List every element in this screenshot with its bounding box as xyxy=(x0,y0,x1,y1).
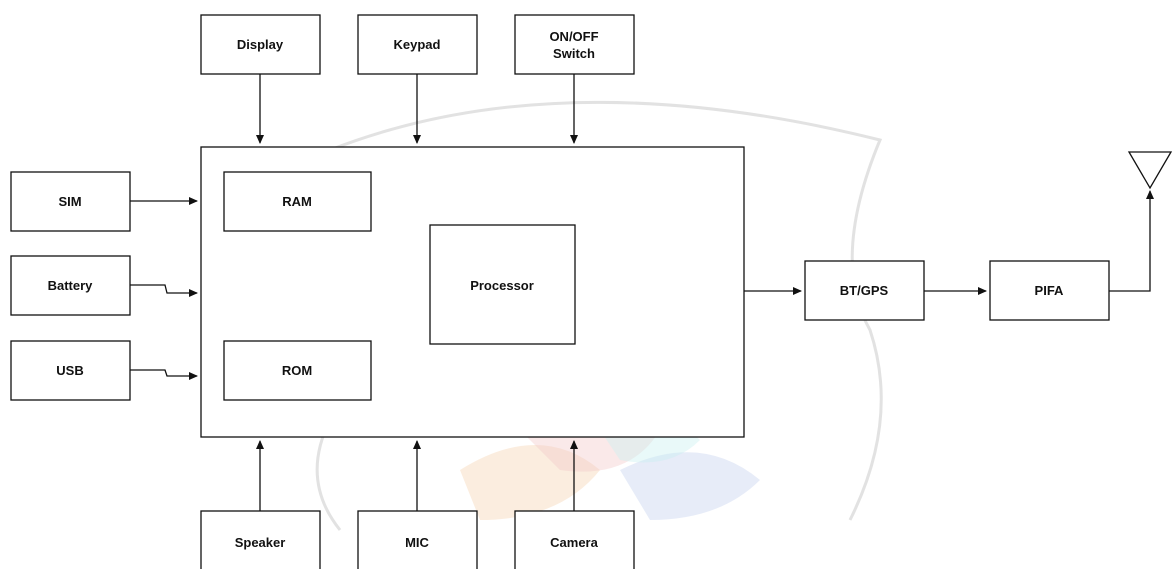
display-box xyxy=(200,14,321,75)
mic-label: MIC xyxy=(405,535,429,550)
usb-arrow xyxy=(130,369,198,380)
battery-arrow xyxy=(130,284,198,297)
usb-label: USB xyxy=(56,363,83,378)
onoff-switch-label-line2: Switch xyxy=(553,46,595,61)
antenna-icon xyxy=(1127,151,1173,190)
processor-box xyxy=(429,224,576,345)
rom-label: ROM xyxy=(282,363,312,378)
keypad-box xyxy=(357,14,478,75)
ram-label: RAM xyxy=(282,194,312,209)
keypad-label: Keypad xyxy=(394,37,441,52)
camera-label: Camera xyxy=(550,535,598,550)
onoff-switch-box xyxy=(514,14,635,75)
pifa-label: PIFA xyxy=(1035,283,1065,298)
battery-label: Battery xyxy=(48,278,94,293)
speaker-label: Speaker xyxy=(235,535,286,550)
display-label: Display xyxy=(237,37,284,52)
pifa-to-antenna-arrow xyxy=(1109,190,1154,292)
battery-box xyxy=(10,255,131,316)
rom-box xyxy=(223,340,372,401)
btgps-box xyxy=(804,260,925,321)
speaker-box xyxy=(200,510,321,569)
camera-box xyxy=(514,510,635,569)
processor-label: Processor xyxy=(470,278,534,293)
ram-box xyxy=(223,171,372,232)
onoff-switch-label-line1: ON/OFF xyxy=(549,29,598,44)
sim-label: SIM xyxy=(58,194,81,209)
mic-box xyxy=(357,510,478,569)
sim-box xyxy=(10,171,131,232)
btgps-label: BT/GPS xyxy=(840,283,889,298)
pifa-box xyxy=(989,260,1110,321)
